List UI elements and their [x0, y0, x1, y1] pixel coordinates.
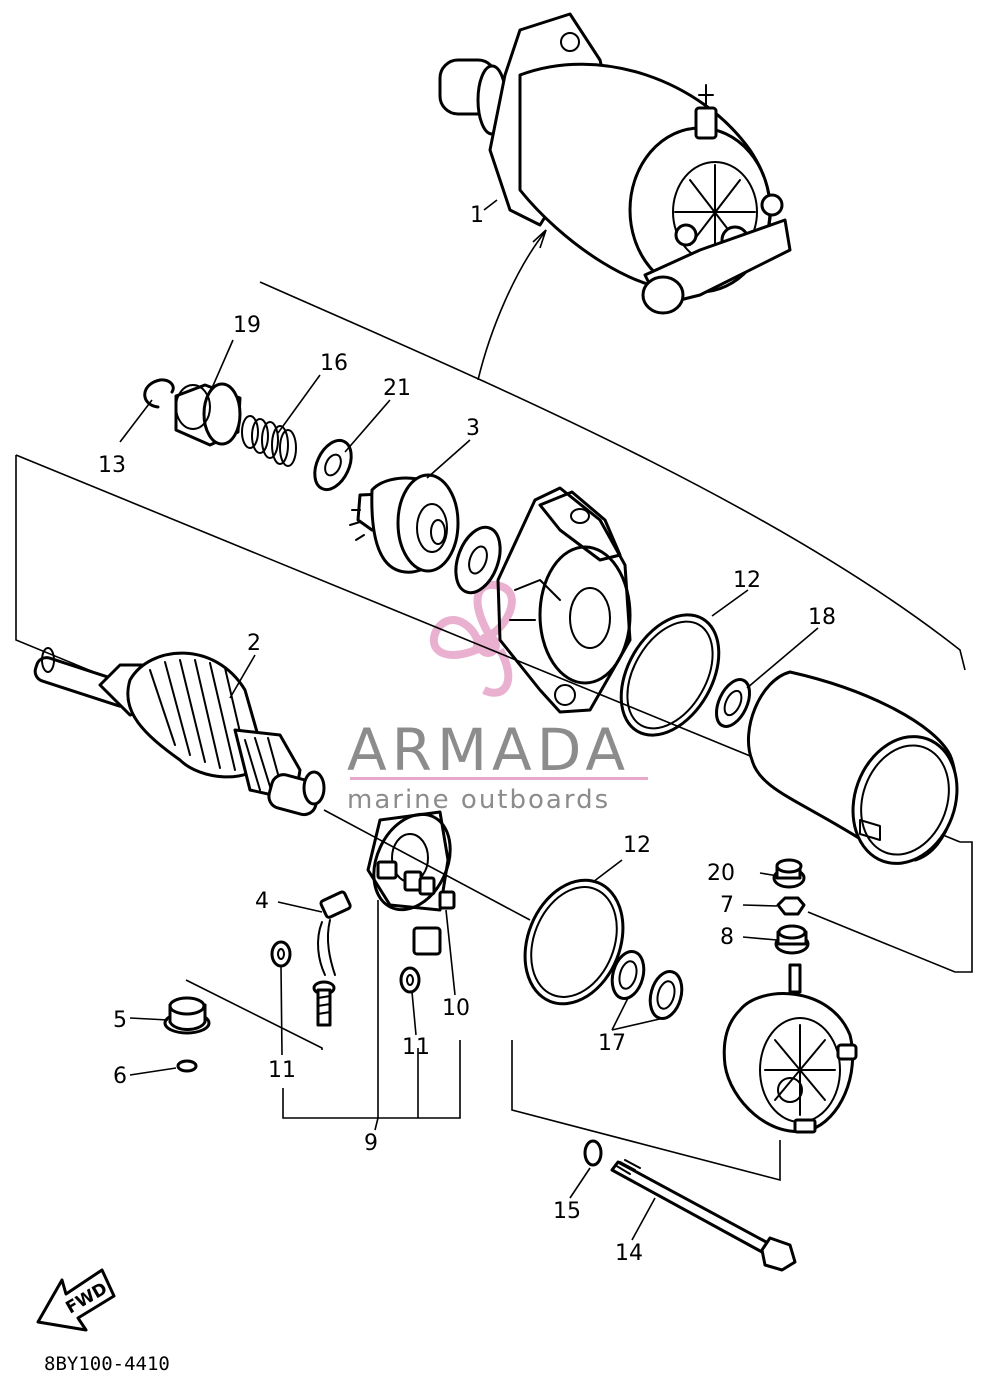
callout-labels: 1 19 16 21 3 13 12 18 2 12 20 4 7 8 10 5… — [98, 203, 836, 1266]
callout-9: 9 — [364, 1131, 378, 1156]
callout-1: 1 — [470, 203, 484, 228]
brush-lead — [317, 890, 352, 976]
rear-cover — [722, 963, 858, 1134]
spring — [241, 415, 297, 467]
callout-11-left: 11 — [268, 1058, 296, 1083]
callout-13: 13 — [98, 453, 126, 478]
insulator-nut — [163, 996, 211, 1035]
callout-5: 5 — [113, 1008, 127, 1033]
armature — [33, 647, 326, 817]
brush-holder-plate — [366, 810, 456, 912]
washer — [313, 438, 353, 492]
small-washer — [176, 1059, 198, 1073]
shim-washer — [714, 678, 752, 728]
washer-pair — [610, 949, 684, 1021]
callout-6: 6 — [113, 1064, 127, 1089]
fwd-arrow-icon: FWD — [36, 1268, 116, 1332]
callout-7: 7 — [720, 893, 734, 918]
callout-20: 20 — [707, 861, 735, 886]
callout-2: 2 — [247, 631, 261, 656]
bushing — [174, 382, 242, 447]
starter-clutch — [349, 473, 460, 574]
callout-18: 18 — [808, 605, 836, 630]
thrust-washer — [454, 525, 502, 595]
cap-nut — [772, 858, 806, 889]
callout-3: 3 — [466, 416, 480, 441]
watermark-underline — [350, 777, 648, 780]
o-ring-upper — [619, 613, 721, 737]
carbon-brush — [412, 926, 442, 956]
callout-14: 14 — [615, 1241, 643, 1266]
terminal-nut-right — [399, 966, 421, 994]
callout-10: 10 — [442, 996, 470, 1021]
terminal-nut-left — [270, 940, 292, 968]
through-bolt — [610, 1159, 797, 1272]
terminal-bolt — [312, 980, 336, 1027]
starter-motor-assembly — [438, 12, 792, 315]
callout-19: 19 — [233, 313, 261, 338]
callout-12-upper: 12 — [733, 568, 761, 593]
callout-16: 16 — [320, 351, 348, 376]
yoke-housing — [746, 670, 959, 865]
callout-4: 4 — [255, 889, 269, 914]
insulator-bushing — [774, 924, 810, 955]
callout-15: 15 — [553, 1199, 581, 1224]
through-bolt-washer — [583, 1139, 603, 1167]
hex-nut — [776, 896, 806, 916]
figure-code: 8BY100-4410 — [44, 1353, 170, 1375]
leader-lines — [119, 199, 819, 1241]
o-ring-lower — [523, 878, 625, 1006]
watermark-tagline: marine outboards — [347, 785, 610, 815]
callout-17: 17 — [598, 1031, 626, 1056]
callout-12-lower: 12 — [623, 833, 651, 858]
front-bracket — [496, 486, 632, 714]
callout-21: 21 — [383, 376, 411, 401]
callout-11-right: 11 — [402, 1035, 430, 1060]
callout-8: 8 — [720, 925, 734, 950]
circlip — [143, 378, 175, 409]
watermark-brand: ARMADA — [347, 716, 630, 784]
